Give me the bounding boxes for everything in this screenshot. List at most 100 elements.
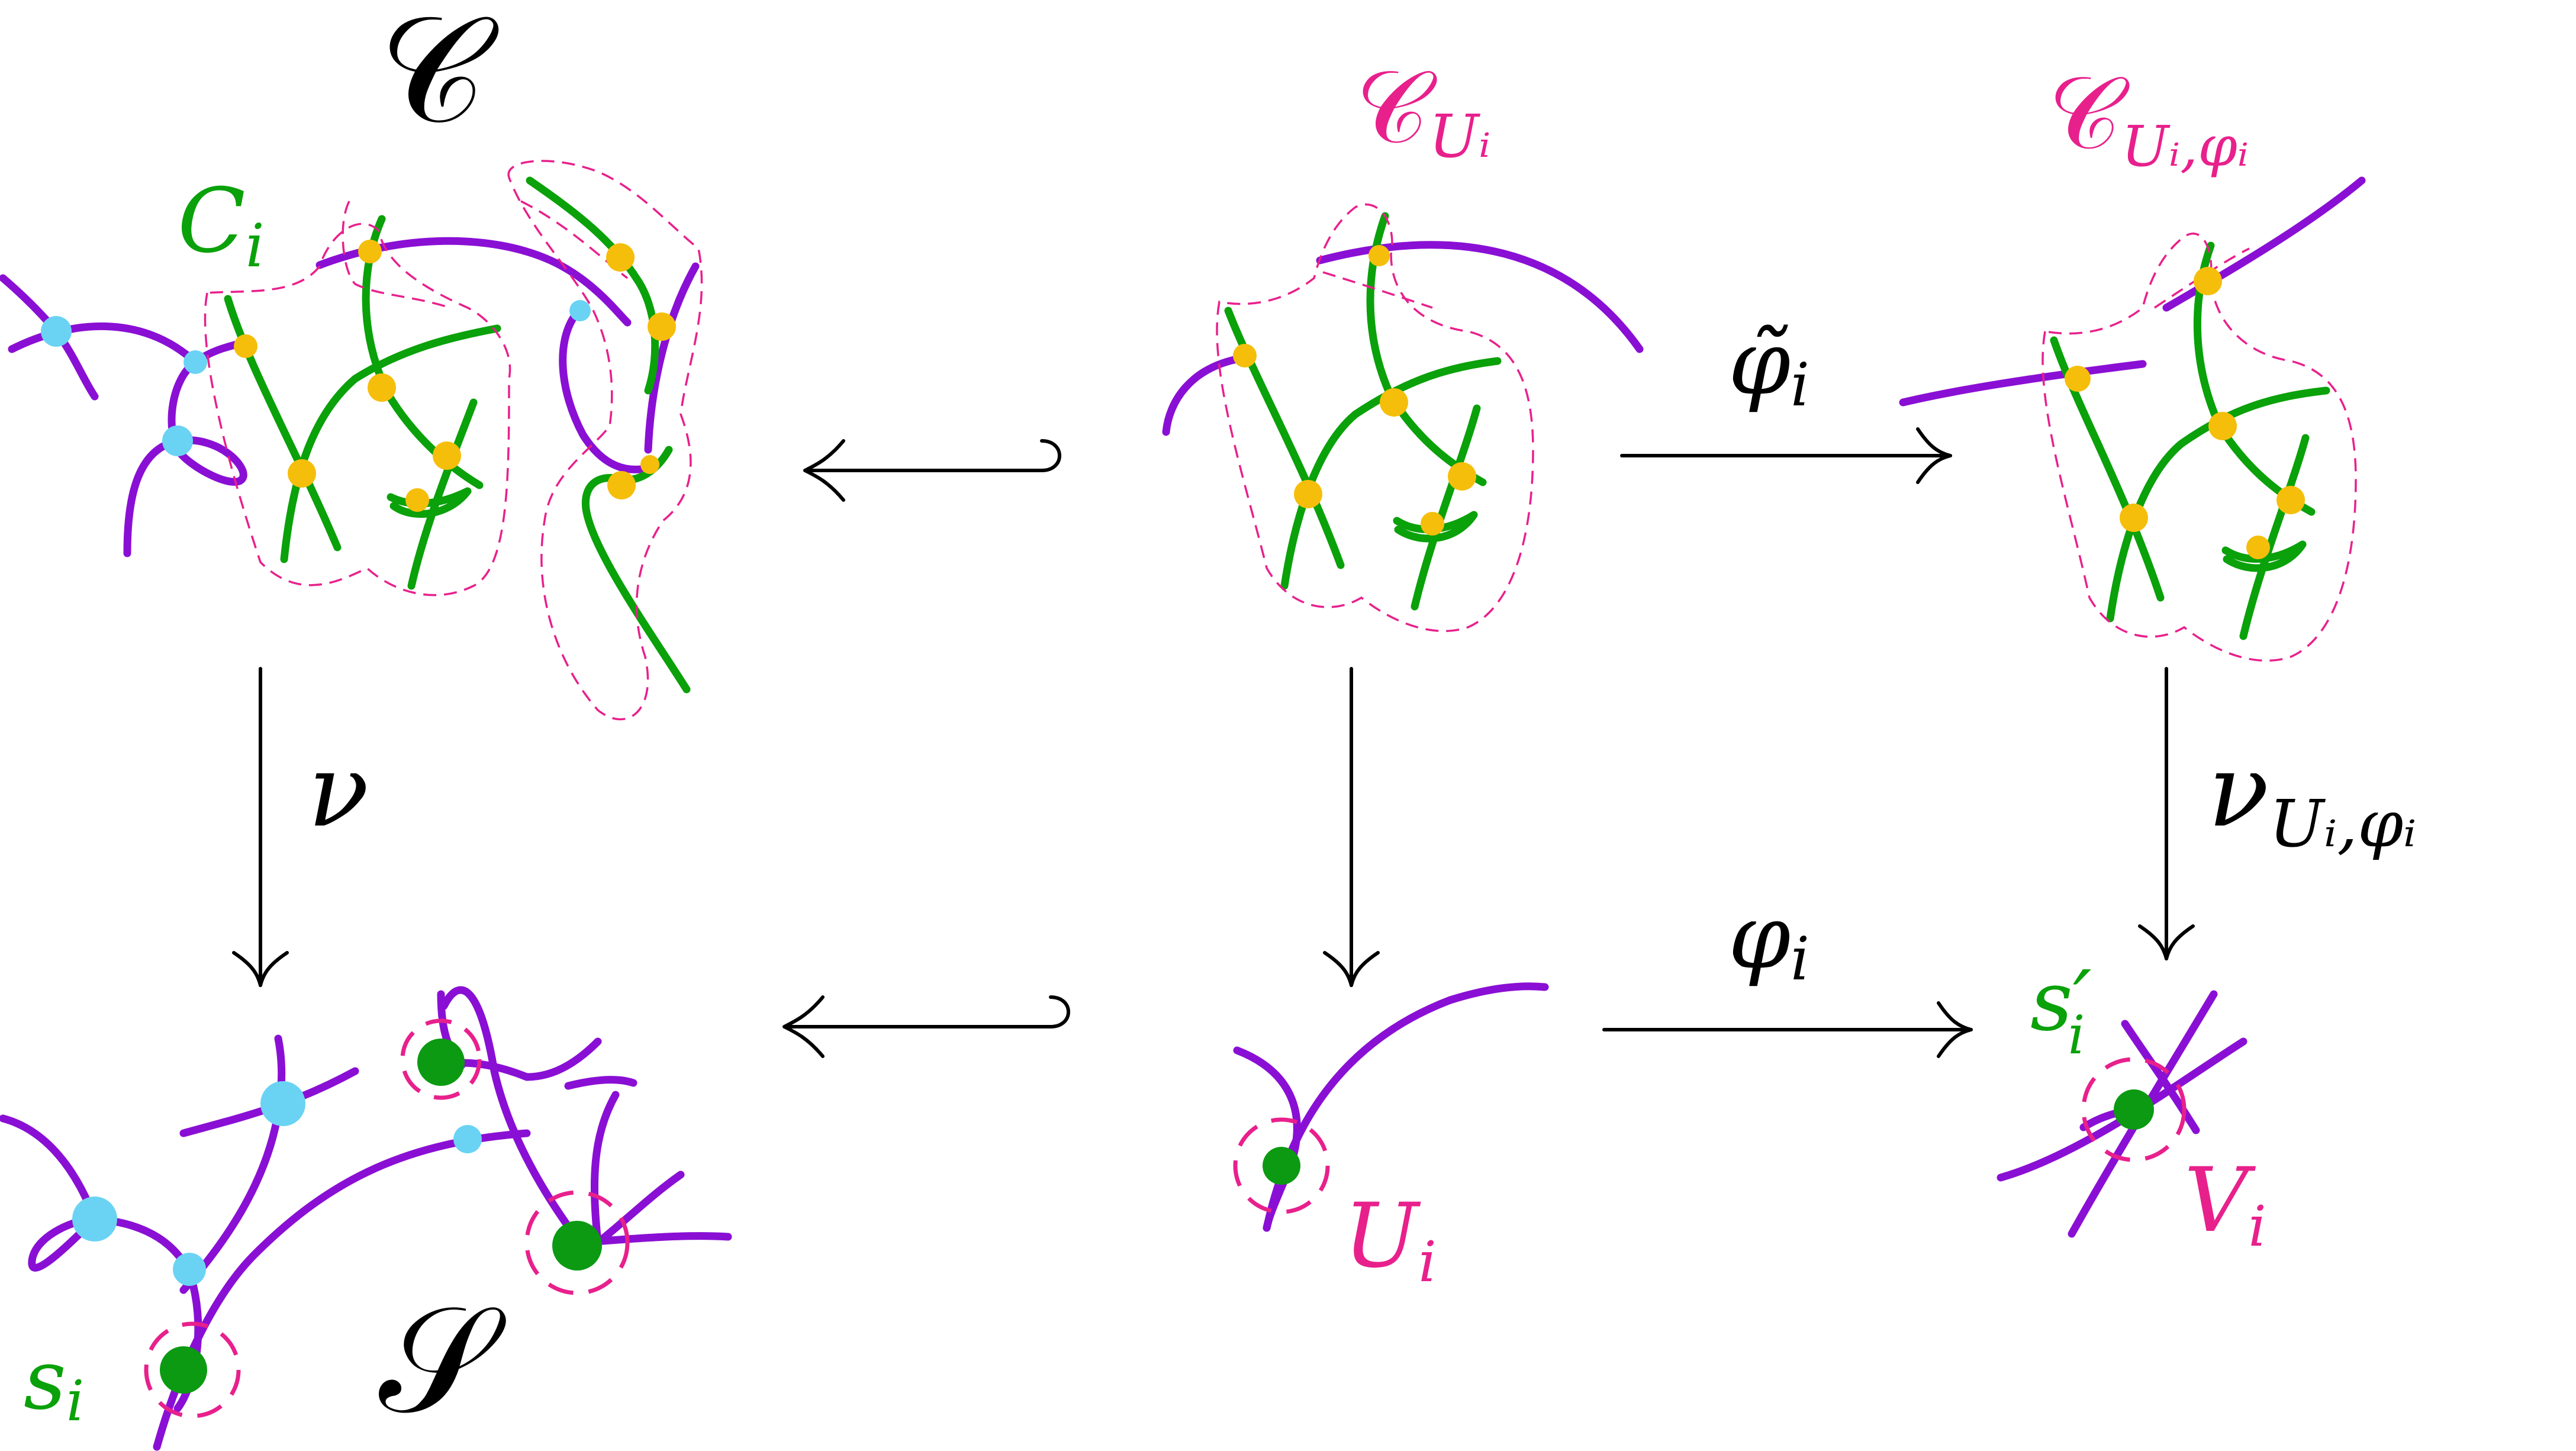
node-yellow — [234, 334, 257, 358]
node-yellow — [1368, 245, 1390, 266]
arrow-head — [1916, 427, 1952, 484]
node-yellow — [2194, 267, 2222, 295]
node-yellow — [2065, 366, 2091, 392]
green-branch — [1280, 357, 1502, 590]
purple-branch — [8, 322, 199, 366]
label-curve-C: 𝒞 — [379, 0, 499, 156]
green-loop — [2221, 540, 2307, 572]
neighborhood — [204, 223, 511, 596]
green-loop — [1393, 511, 1478, 543]
node-yellow — [2120, 504, 2148, 532]
purple-branch — [594, 1171, 685, 1247]
neighborhood — [524, 1190, 630, 1295]
inclusion-arrow-bottom — [783, 995, 1070, 1058]
purple-branch — [2162, 176, 2366, 312]
node-cyan — [162, 425, 193, 456]
nu-arrow — [232, 667, 289, 987]
node-yellow — [606, 243, 635, 272]
node-yellow — [648, 312, 676, 341]
green-branch — [581, 446, 691, 694]
arrow-head — [232, 951, 289, 987]
neighborhood — [520, 200, 629, 279]
neighborhood-Ui — [1233, 1117, 1330, 1214]
node-green — [552, 1221, 602, 1271]
label-phi-tilde: φ̃i — [1728, 312, 1809, 420]
green-branch — [2106, 386, 2330, 623]
green-branch — [224, 295, 342, 552]
green-branch — [526, 176, 659, 395]
purple-branch — [644, 262, 700, 454]
purple-branch — [559, 312, 655, 473]
green-loop — [387, 487, 472, 518]
phi-arrow — [1602, 1001, 1973, 1058]
node-green — [2114, 1089, 2154, 1130]
green-branch — [1411, 404, 1481, 611]
neighborhood — [400, 1018, 482, 1100]
arrow-head — [1937, 1001, 1973, 1058]
node-yellow — [2208, 412, 2237, 440]
node-yellow — [358, 240, 382, 263]
node-yellow — [1294, 480, 1322, 508]
green-branch — [407, 398, 478, 590]
label-Vi: Vi — [2184, 1149, 2266, 1259]
node-green — [1263, 1147, 1300, 1185]
arrow-shaft — [803, 439, 1061, 472]
node-cyan — [453, 1125, 482, 1153]
node-cyan — [260, 1081, 305, 1126]
node-yellow — [1233, 344, 1257, 367]
node-yellow — [288, 459, 316, 488]
node-cyan — [173, 1253, 206, 1286]
node-cyan — [183, 350, 207, 374]
phi-tilde-arrow — [1620, 427, 1952, 484]
green-branch — [362, 215, 484, 489]
node-green-si — [160, 1346, 207, 1394]
label-surface-S: 𝒮 — [379, 1274, 506, 1446]
node-yellow — [368, 373, 396, 402]
neighborhood — [342, 201, 450, 309]
arrow-head — [2138, 924, 2195, 960]
Ui-panel: Ui — [1233, 982, 1549, 1295]
green-branch — [2050, 336, 2165, 602]
green-branch — [2239, 434, 2310, 640]
purple-branch — [1899, 360, 2147, 407]
label-component: Ci — [178, 170, 265, 280]
nu-Ui-phi-arrow — [2138, 667, 2195, 960]
Vi-panel: s′i Vi — [1997, 953, 2266, 1259]
arrow-head — [1323, 951, 1380, 987]
label-nu: ν — [308, 733, 369, 850]
arrow-head — [783, 995, 825, 1058]
node-cyan — [569, 300, 591, 321]
curve-C-panel: 𝒞 Ci — [0, 0, 703, 721]
purple-branch — [1162, 354, 1247, 436]
green-branch — [1224, 307, 1345, 569]
neighborhood — [1322, 271, 1433, 309]
neighborhood — [1216, 203, 1534, 633]
node-yellow — [1421, 512, 1444, 536]
label-si: si — [24, 1332, 84, 1434]
green-branch — [280, 324, 501, 563]
node-cyan — [72, 1197, 117, 1242]
label-curve-CUiphi: 𝒞Uᵢ,φᵢ — [2048, 55, 2249, 179]
node-yellow — [1448, 462, 1476, 491]
arrows — [232, 427, 2195, 1058]
curve-CUiphi-panel: 𝒞Uᵢ,φᵢ — [1899, 55, 2366, 662]
label-curve-CUi: 𝒞Uᵢ — [1355, 49, 1490, 171]
label-phi: φi — [1728, 886, 1809, 994]
curve-CUi-panel: 𝒞Uᵢ — [1162, 49, 1644, 633]
inclusion-arrow-top — [803, 439, 1061, 502]
purple-branch — [564, 1076, 637, 1090]
neighborhood-Vi — [2081, 1057, 2187, 1162]
node-yellow — [607, 471, 636, 499]
label-si-prime: s′i — [2030, 953, 2092, 1066]
neighborhood-si — [144, 1321, 241, 1418]
node-cyan — [41, 316, 72, 347]
purple-branch — [440, 986, 732, 1247]
arrow-head — [803, 439, 845, 502]
neighborhood — [507, 160, 703, 721]
purple-branch — [179, 1034, 286, 1294]
node-yellow — [2246, 536, 2270, 559]
node-yellow — [433, 441, 461, 470]
purple-branch — [590, 1091, 620, 1247]
surface-S-panel: 𝒮 si — [0, 986, 732, 1451]
